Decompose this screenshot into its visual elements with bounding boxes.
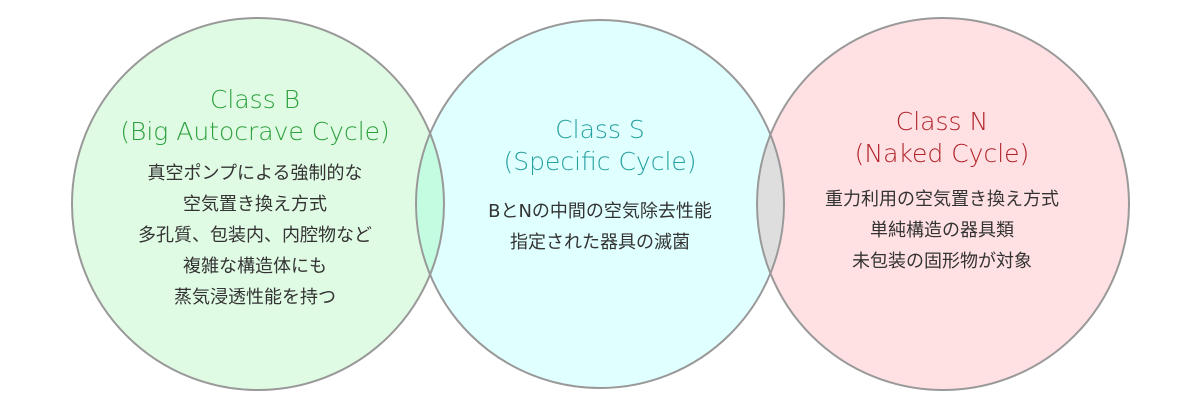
class-s-label: Class S (Specific Cycle) BとNの中間の空気除去性能 指… <box>488 114 712 258</box>
description-line: 真空ポンプによる強制的な <box>147 163 363 184</box>
outline-class-n <box>756 17 1130 391</box>
class-s-description: BとNの中間の空気除去性能 指定された器具の滅菌 <box>488 196 712 258</box>
class-n-subtitle: (Naked Cycle) <box>854 139 1030 168</box>
description-line: 未包装の固形物が対象 <box>852 251 1032 272</box>
class-b-label: Class B (Big Autocrave Cycle) 真空ポンプによる強制… <box>120 84 390 313</box>
outline-class-s <box>415 19 785 389</box>
class-b-subtitle: (Big Autocrave Cycle) <box>120 117 390 146</box>
description-line: 蒸気浸透性能を持つ <box>173 287 336 308</box>
outline-class-b <box>71 17 445 391</box>
class-n-description: 重力利用の空気置き換え方式 単純構造の器具類 未包装の固形物が対象 <box>825 184 1059 277</box>
class-n-label: Class N (Naked Cycle) 重力利用の空気置き換え方式 単純構造… <box>825 106 1059 277</box>
circle-class-b <box>72 18 444 390</box>
description-line: 単純構造の器具類 <box>870 220 1014 241</box>
circle-class-s <box>416 20 784 388</box>
circle-class-n <box>757 18 1129 390</box>
description-line: 指定された器具の滅菌 <box>510 232 690 253</box>
class-s-title: Class S <box>555 115 645 144</box>
description-line: BとNの中間の空気除去性能 <box>488 201 712 222</box>
class-b-description: 真空ポンプによる強制的な 空気置き換え方式 多孔質、包装内、内腔物など 複雑な構… <box>120 158 390 313</box>
class-n-title: Class N <box>895 107 989 136</box>
class-b-title: Class B <box>209 85 301 114</box>
description-line: 重力利用の空気置き換え方式 <box>825 189 1059 210</box>
description-line: 多孔質、包装内、内腔物など <box>137 225 372 246</box>
description-line: 複雑な構造体にも <box>182 256 327 277</box>
class-s-subtitle: (Specific Cycle) <box>503 147 697 176</box>
description-line: 空気置き換え方式 <box>182 194 327 215</box>
